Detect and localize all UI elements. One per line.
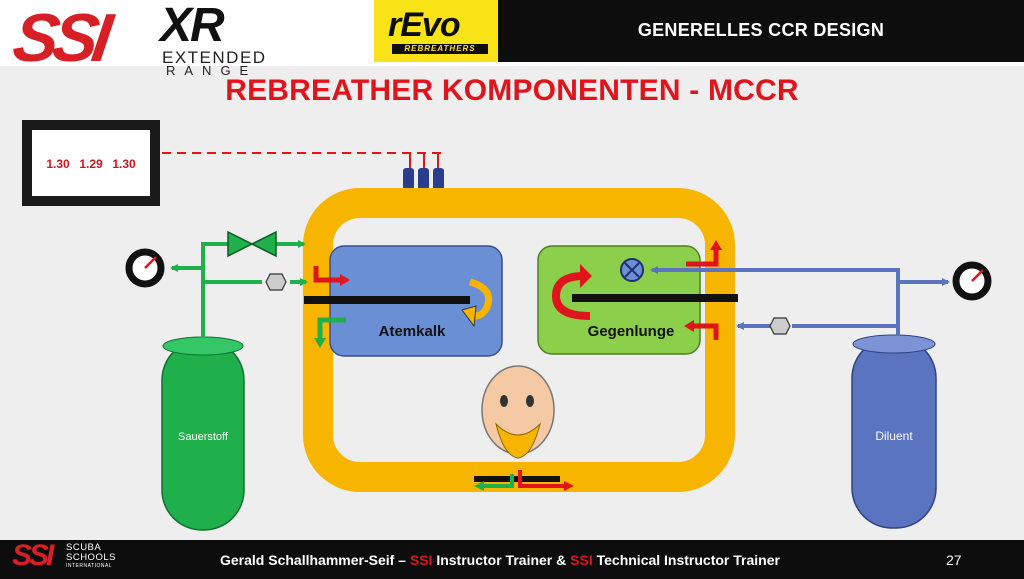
handset-display <box>22 120 160 206</box>
footer-credits: Gerald Schallhammer-Seif – SSI Instructo… <box>220 552 780 568</box>
oxygen-label: Sauerstoff <box>178 431 229 443</box>
loop-arrow-inhale-top <box>313 266 340 283</box>
section-title: GENERELLES CCR DESIGN <box>637 20 885 40</box>
counterlung-flow-arrow <box>551 272 591 320</box>
counterlung-label: Gegenlunge <box>588 323 675 340</box>
mouthpiece <box>474 470 574 491</box>
section-title-bar <box>498 0 1024 62</box>
oxygen-gauge <box>125 248 165 288</box>
page-number: 27 <box>946 552 962 568</box>
diluent-label: Diluent <box>875 429 913 443</box>
revo-logo: rEvo <box>388 6 461 44</box>
footer-role-1: Instructor Trainer & <box>436 552 567 568</box>
footer-ssi-logo: SSI <box>12 539 54 572</box>
diver-face <box>481 365 555 459</box>
slide-title: REBREATHER KOMPONENTEN - MCCR <box>225 74 799 107</box>
diluent-gauge <box>952 261 992 301</box>
xr-logo: XR <box>160 0 225 52</box>
addition-valve <box>620 258 644 282</box>
xr-logo-range: RANGE <box>166 63 258 78</box>
footer-schools-line2: SCHOOLS <box>66 552 116 563</box>
footer-bar <box>0 540 1024 579</box>
footer-role-2: Technical Instructor Trainer <box>596 552 780 568</box>
scrubber-flow-arrow <box>468 278 493 320</box>
display-value-2: 1.29 <box>79 157 103 171</box>
scrubber-label: Atemkalk <box>379 323 446 340</box>
display-value-1: 1.30 <box>46 157 70 171</box>
diluent-supply-lines <box>650 266 950 336</box>
footer-brand-2: SSI <box>570 552 593 568</box>
oxygen-supply-lines <box>170 240 308 338</box>
footer-brand-1: SSI <box>409 552 433 568</box>
display-value-3: 1.30 <box>112 157 136 171</box>
oxygen-sensors <box>403 168 444 190</box>
footer-schools-line1: SCUBA <box>66 542 102 553</box>
diluent-cylinder <box>851 334 937 529</box>
oxygen-cylinder <box>161 336 245 531</box>
revo-logo-subtitle: REBREATHERS <box>392 44 488 54</box>
footer-scuba-schools-logo: SCUBA SCHOOLS INTERNATIONAL <box>66 542 116 570</box>
xr-logo-extended: EXTENDED <box>162 48 267 67</box>
oxygen-manual-valve <box>227 230 277 258</box>
footer-schools-line3: INTERNATIONAL <box>66 563 113 569</box>
loop-arrow-counterlung-top <box>686 248 719 267</box>
loop-arrow-counterlung-bottom <box>690 323 719 340</box>
diluent-orifice <box>769 317 791 335</box>
oxygen-orifice <box>265 273 287 291</box>
loop-arrow-exhale-left <box>317 317 346 340</box>
footer-author: Gerald Schallhammer-Seif – <box>220 552 406 568</box>
